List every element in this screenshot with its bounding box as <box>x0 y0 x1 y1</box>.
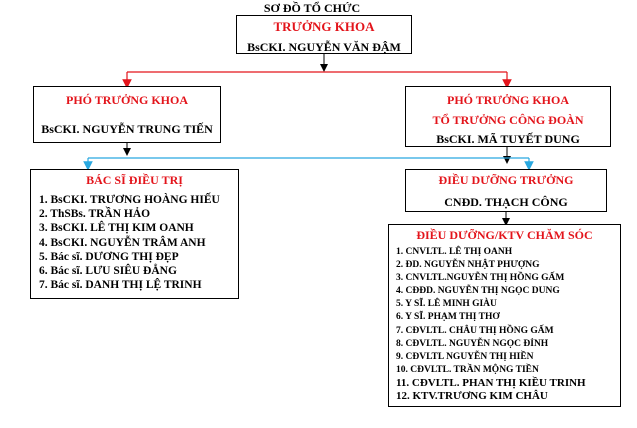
nurse-item: 1. CNVLTL. LÊ THỊ OANH <box>396 247 513 257</box>
nurse-item: 5. Y SĨ. LÊ MINH GIÀU <box>396 299 497 310</box>
deputy-right-role1: PHÓ TRƯỞNG KHOA <box>446 93 569 107</box>
deputy-left-box: PHÓ TRƯỞNG KHOA BsCKI. NGUYỄN TRUNG TIẾN <box>33 86 221 143</box>
deputy-left-name: BsCKI. NGUYỄN TRUNG TIẾN <box>41 122 213 136</box>
nurse-item: 8. CĐVLTL. NGUYỄN NGỌC ĐỈNH <box>396 338 549 349</box>
head-name: BsCKI. NGUYỄN VĂN ĐẬM <box>247 40 401 54</box>
doctors-heading: BÁC SĨ ĐIỀU TRỊ <box>86 173 183 187</box>
head-role: TRƯỞNG KHOA <box>273 19 375 34</box>
deputy-right-name: BsCKI. MÃ TUYẾT DUNG <box>436 132 580 146</box>
nurse-item: 3. CNVLTL.NGUYỄN THỊ HỒNG GẤM <box>396 273 565 284</box>
nurse-item: 2. ĐD. NGUYỄN NHẬT PHƯỢNG <box>396 260 540 271</box>
nurses-heading: ĐIỀU DƯỠNG/KTV CHĂM SÓC <box>416 228 593 242</box>
head-nurse-box: ĐIỀU DƯỠNG TRƯỞNG CNĐD. THẠCH CÔNG <box>405 169 607 212</box>
nurses-list: 1. CNVLTL. LÊ THỊ OANH 2. ĐD. NGUYỄN NHẬ… <box>396 246 620 403</box>
doctors-list: 1. BsCKI. TRƯƠNG HOÀNG HIẾU 2. ThSBs. TR… <box>39 193 238 292</box>
nurse-item: 9. CĐVLTL NGUYỄN THỊ HIỀN <box>396 351 534 362</box>
doctor-item: 5. Bác sĩ. DƯƠNG THỊ ĐẸP <box>39 250 179 263</box>
diagram-title: SƠ ĐỒ TỔ CHỨC <box>263 1 361 15</box>
head-nurse-role: ĐIỀU DƯỠNG TRƯỞNG <box>438 173 574 187</box>
doctor-item: 4. BsCKI. NGUYỄN TRÂM ANH <box>39 236 206 249</box>
nurses-box: ĐIỀU DƯỠNG/KTV CHĂM SÓC 1. CNVLTL. LÊ TH… <box>388 224 621 407</box>
doctor-item: 2. ThSBs. TRẦN HẢO <box>39 208 151 221</box>
deputy-right-box: PHÓ TRƯỞNG KHOA TỔ TRƯỞNG CÔNG ĐOÀN BsCK… <box>405 86 611 147</box>
nurse-item: 11. CĐVLTL. PHAN THỊ KIỀU TRINH <box>396 376 586 389</box>
doctor-item: 7. Bác sĩ. DANH THỊ LỆ TRINH <box>39 279 202 292</box>
nurse-item: 6. Y SĨ. PHẠM THỊ THƠ <box>396 312 500 323</box>
deputy-right-role2: TỔ TRƯỞNG CÔNG ĐOÀN <box>432 113 584 127</box>
deputy-left-role: PHÓ TRƯỞNG KHOA <box>65 93 188 107</box>
head-box: TRƯỞNG KHOA BsCKI. NGUYỄN VĂN ĐẬM <box>236 15 412 54</box>
nurse-item: 12. KTV.TRƯƠNG KIM CHÂU <box>396 390 548 403</box>
doctors-box: BÁC SĨ ĐIỀU TRỊ 1. BsCKI. TRƯƠNG HOÀNG H… <box>30 169 239 299</box>
doctor-item: 3. BsCKI. LÊ THỊ KIM OANH <box>39 222 194 235</box>
doctor-item: 6. Bác sĩ. LƯU SIÊU ĐẲNG <box>39 265 177 278</box>
head-nurse-name: CNĐD. THẠCH CÔNG <box>444 195 568 209</box>
nurse-item: 10. CĐVLTL. TRẦN MỘNG TIỀN <box>396 364 539 375</box>
nurse-item: 7. CĐVLTL. CHÂU THỊ HỒNG GẤM <box>396 325 554 336</box>
nurse-item: 4. CĐĐD. NGUYỄN THỊ NGỌC DUNG <box>396 286 560 297</box>
doctor-item: 1. BsCKI. TRƯƠNG HOÀNG HIẾU <box>39 194 220 206</box>
